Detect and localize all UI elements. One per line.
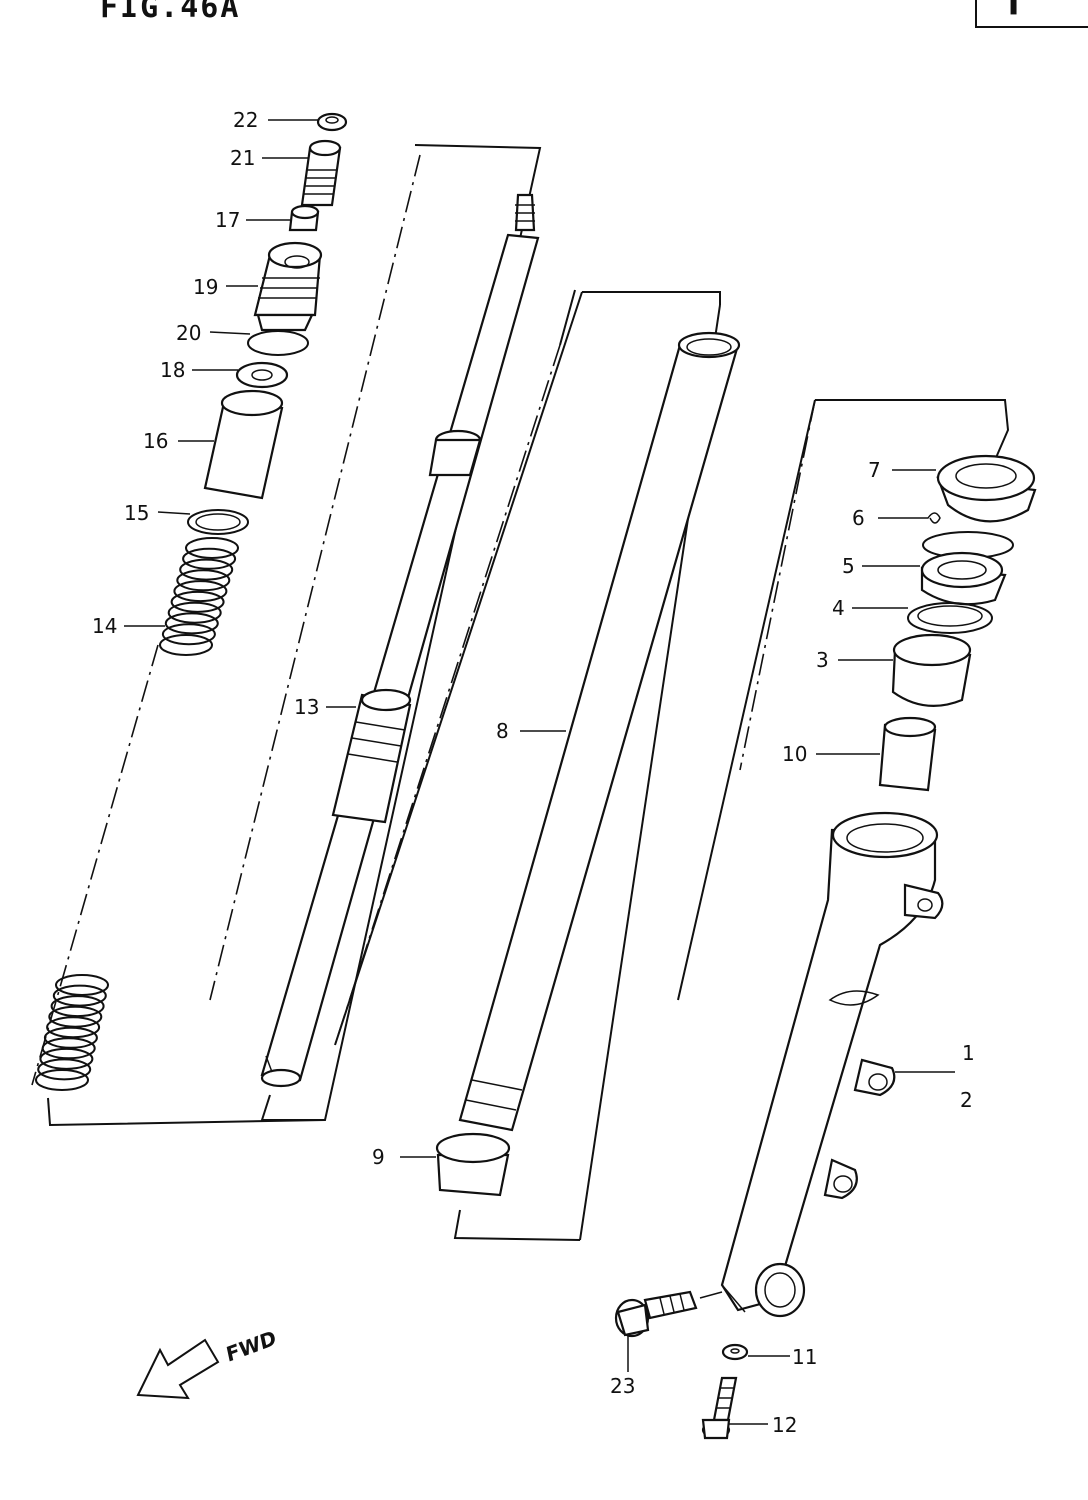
callout-6: 6 bbox=[852, 506, 865, 530]
callout-1: 1 bbox=[962, 1041, 975, 1065]
page-tab-box bbox=[975, 0, 1088, 28]
part-19-cap-bolt bbox=[253, 241, 323, 332]
spring-coil bbox=[179, 558, 234, 581]
spring-coil bbox=[161, 623, 216, 646]
part-21-adjuster bbox=[300, 139, 342, 207]
callout-11: 11 bbox=[792, 1345, 817, 1369]
spring-coil bbox=[37, 1058, 92, 1081]
part-10-spacer bbox=[878, 716, 937, 792]
spring-coil bbox=[173, 580, 228, 603]
spring-coil bbox=[164, 612, 219, 635]
callout-2: 2 bbox=[960, 1088, 973, 1112]
forward-label: FWD bbox=[224, 1325, 278, 1366]
part-17-spacer bbox=[288, 204, 320, 232]
callout-19: 19 bbox=[193, 275, 218, 299]
callout-15: 15 bbox=[124, 501, 149, 525]
callout-5: 5 bbox=[842, 554, 855, 578]
spring-coil bbox=[170, 590, 225, 613]
callout-18: 18 bbox=[160, 358, 185, 382]
spring-coil bbox=[55, 974, 109, 996]
group-bracket-right bbox=[677, 399, 1010, 1001]
callout-13: 13 bbox=[294, 695, 319, 719]
spring-coil bbox=[176, 569, 231, 592]
part-16-collar bbox=[203, 389, 284, 500]
part-5-oil-seal bbox=[920, 551, 1007, 606]
callout-4: 4 bbox=[832, 596, 845, 620]
spring-coil bbox=[182, 547, 237, 570]
callout-labels: 22 21 17 19 20 18 16 15 14 13 8 9 7 6 5 … bbox=[92, 108, 975, 1437]
forward-arrow-icon bbox=[136, 1338, 220, 1400]
callout-22: 22 bbox=[233, 108, 258, 132]
part-8-inner-tube bbox=[458, 331, 741, 1132]
part-14-spring-bottom bbox=[35, 974, 109, 1091]
callout-9: 9 bbox=[372, 1145, 385, 1169]
callout-21: 21 bbox=[230, 146, 255, 170]
part-12-drain-bolt bbox=[701, 1376, 738, 1440]
part-23-bolt bbox=[614, 1290, 723, 1338]
part-20-o-ring bbox=[247, 330, 309, 356]
part-3-bushing bbox=[891, 633, 972, 707]
part-1-2-outer-tube bbox=[720, 811, 944, 1318]
spring-coil bbox=[46, 1016, 101, 1039]
spring-coil bbox=[50, 995, 105, 1018]
callout-12: 12 bbox=[772, 1413, 797, 1437]
spring-coil bbox=[52, 984, 107, 1007]
part-14-spring bbox=[159, 537, 239, 656]
figure-title: FIG.46A bbox=[100, 0, 241, 25]
part-18-washer bbox=[235, 361, 289, 389]
callout-16: 16 bbox=[143, 429, 168, 453]
spring-coil bbox=[39, 1047, 94, 1070]
spring-coil bbox=[41, 1037, 96, 1060]
part-4-washer bbox=[907, 602, 993, 634]
callout-8: 8 bbox=[496, 719, 509, 743]
part-22-nut bbox=[316, 112, 348, 132]
page-tab-mark: ❚ bbox=[1006, 0, 1022, 15]
callout-20: 20 bbox=[176, 321, 201, 345]
part-15-seat bbox=[187, 509, 249, 535]
callout-10: 10 bbox=[782, 742, 807, 766]
part-7-dust-seal bbox=[936, 454, 1037, 523]
part-13-damper-rod bbox=[260, 193, 540, 1088]
spring-coil bbox=[185, 537, 239, 559]
callout-7: 7 bbox=[868, 458, 881, 482]
callout-23: 23 bbox=[610, 1374, 635, 1398]
spring-coil bbox=[48, 1005, 103, 1028]
spring-coil bbox=[167, 601, 222, 624]
spring-coil bbox=[159, 634, 213, 656]
part-9-slide-bushing bbox=[435, 1132, 511, 1197]
part-11-washer bbox=[721, 1343, 749, 1361]
callout-3: 3 bbox=[816, 648, 829, 672]
callout-14: 14 bbox=[92, 614, 117, 638]
spring-coil bbox=[43, 1026, 98, 1049]
callout-17: 17 bbox=[215, 208, 240, 232]
leader-lines bbox=[124, 119, 955, 1425]
spring-coil bbox=[35, 1069, 89, 1091]
